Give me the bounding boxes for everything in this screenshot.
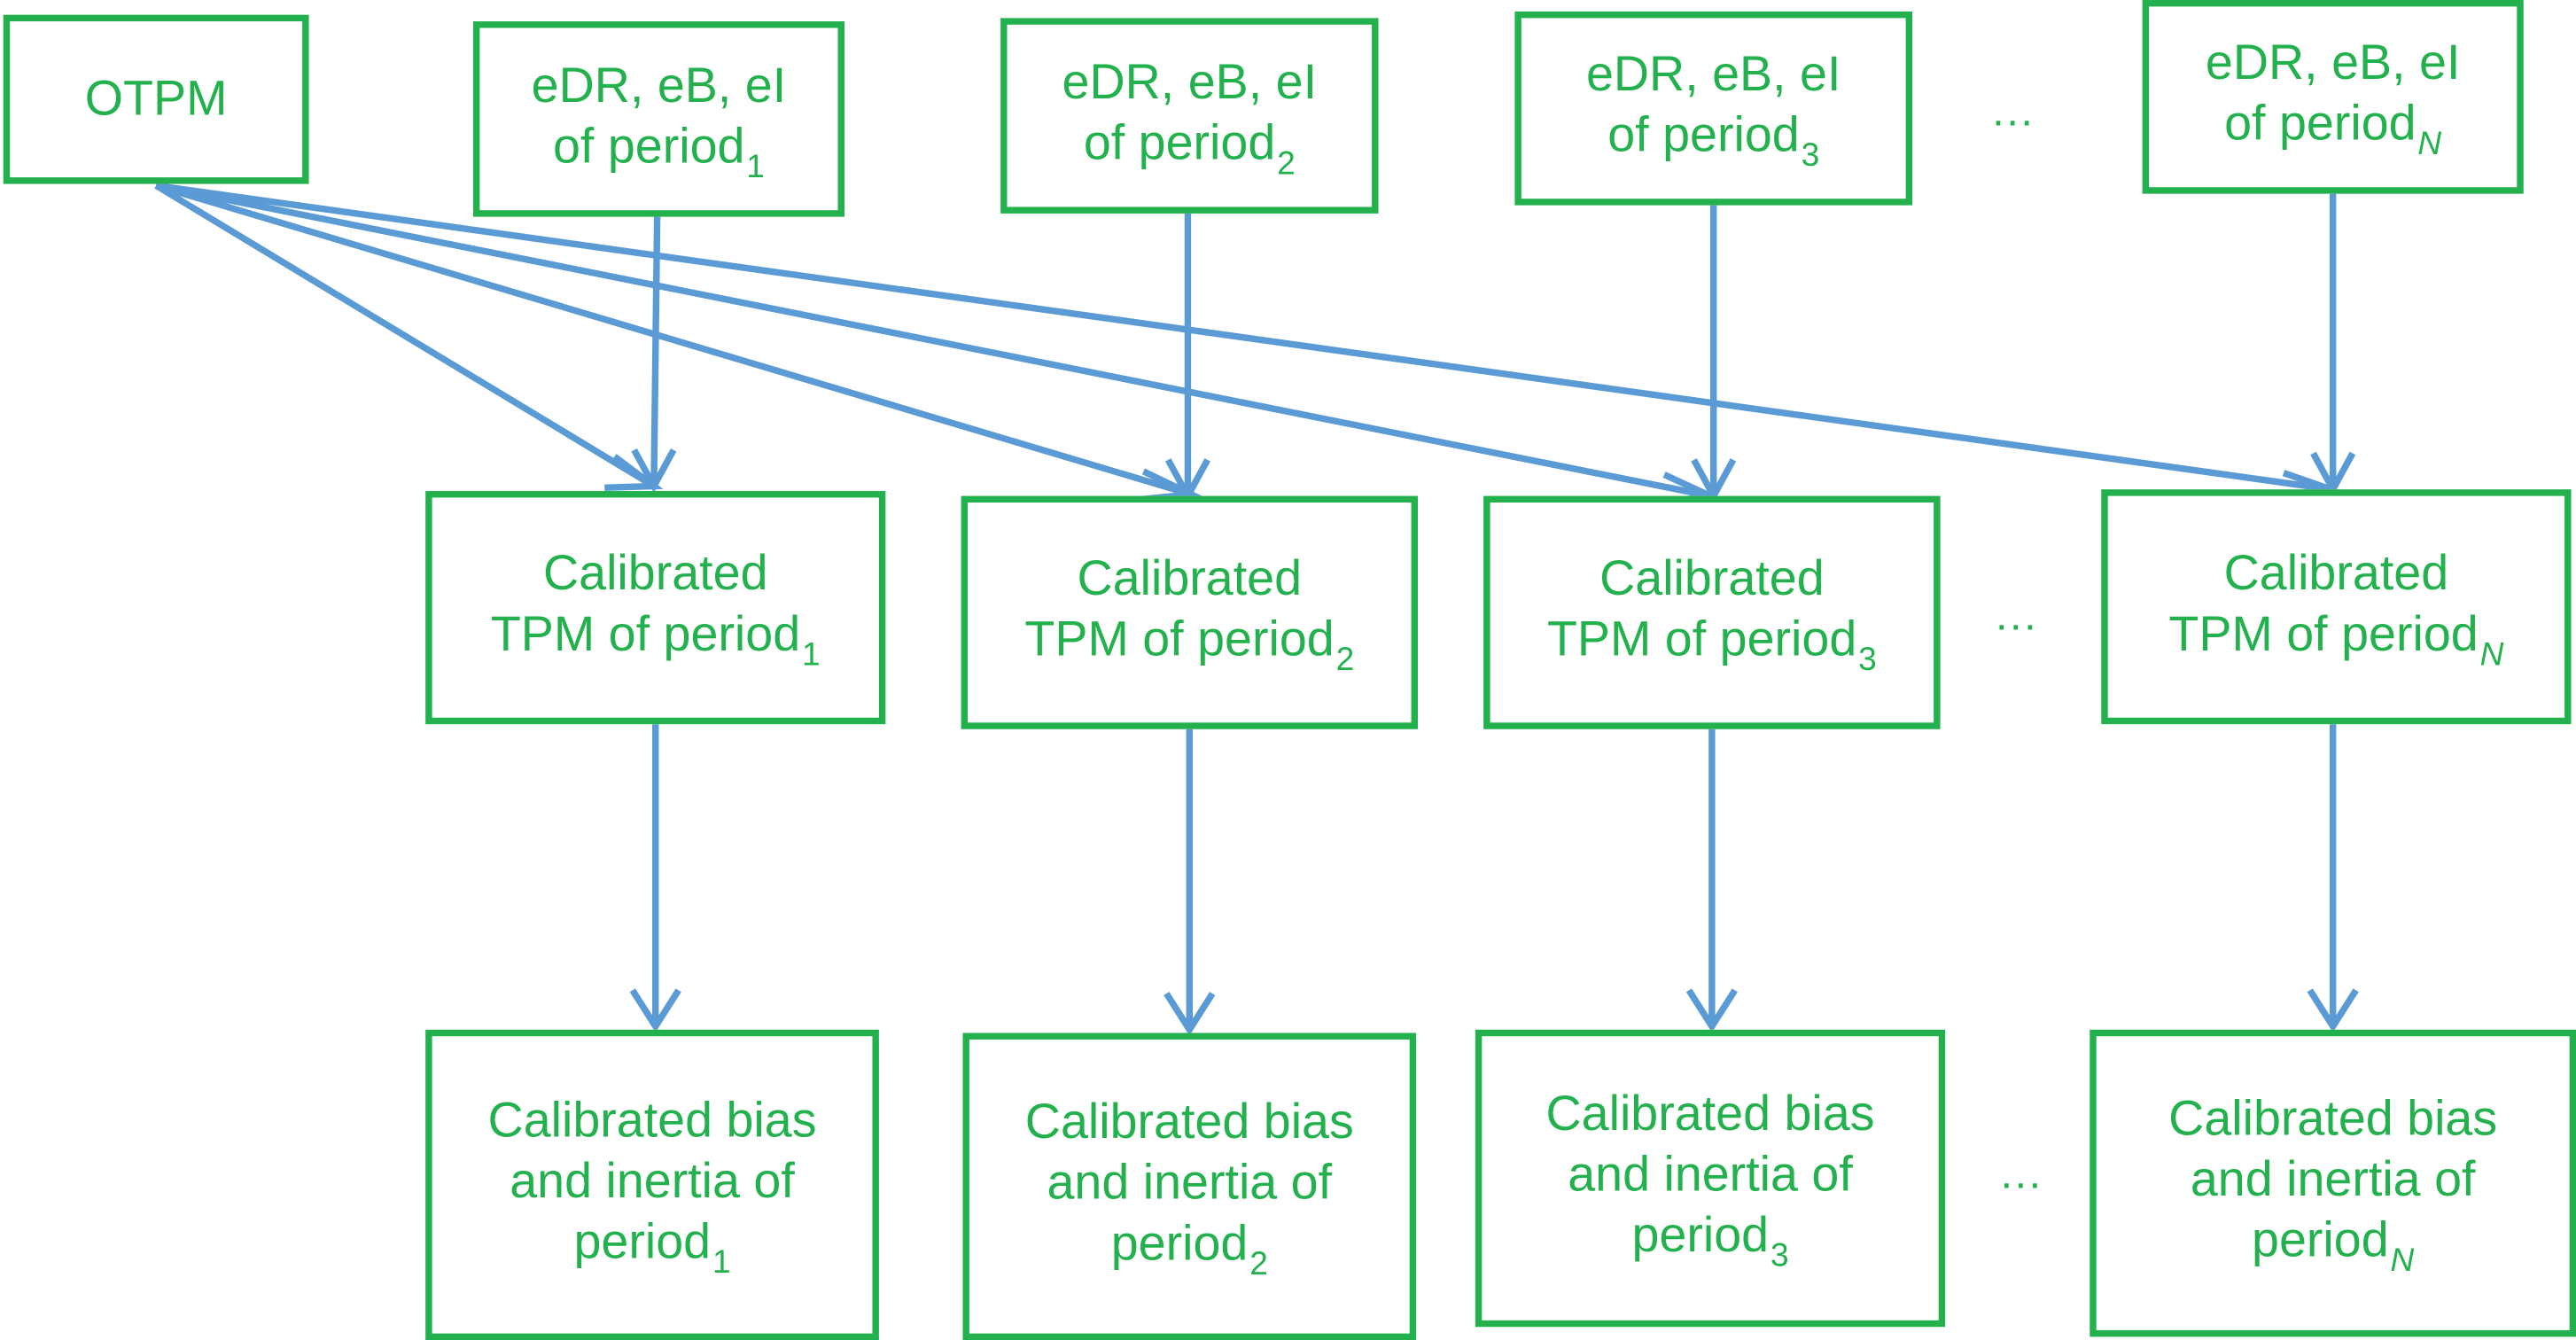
tpm-box-period-3: Calibrated TPM of period3 — [1483, 495, 1941, 729]
input-row-ellipsis: ··· — [1991, 95, 2035, 145]
input-line-2: of period1 — [552, 119, 765, 185]
arrowhead — [631, 448, 677, 494]
period-subscript: 1 — [802, 636, 821, 674]
period-subscript: N — [2417, 126, 2442, 163]
output-row-ellipsis: ··· — [1999, 1157, 2043, 1207]
input-line-1: eDR, eB, eI — [1585, 47, 1841, 102]
period-subscript: 3 — [1801, 137, 1820, 175]
arrow-otpm-to-tpm-3 — [155, 182, 1711, 500]
period-subscript: 1 — [712, 1244, 731, 1282]
input-line-1: eDR, eB, eI — [531, 58, 787, 113]
input-box-period-3: eDR, eB, eI of period3 — [1514, 11, 1913, 206]
arrow-otpm-to-tpm-2 — [155, 182, 1193, 498]
period-subscript: 2 — [1277, 144, 1296, 182]
output-line-2: and inertia of — [1047, 1156, 1333, 1211]
output-line-1: Calibrated bias — [487, 1094, 817, 1149]
arrow-input-1-to-tpm-1 — [650, 216, 661, 487]
input-line-1: eDR, eB, eI — [1062, 55, 1318, 110]
arrowhead — [629, 988, 681, 1033]
input-box-period-2: eDR, eB, eI of period2 — [1000, 18, 1379, 214]
input-line-2: of period3 — [1607, 108, 1820, 175]
input-line-2: of period2 — [1083, 115, 1296, 182]
output-line-3: period2 — [1110, 1217, 1268, 1283]
arrowhead — [1163, 992, 1216, 1036]
input-line-2: of periodN — [2224, 97, 2442, 163]
output-box-period-3: Calibrated bias and inertia of period3 — [1475, 1029, 1946, 1328]
arrowhead — [1164, 458, 1210, 503]
arrowhead — [1685, 988, 1738, 1033]
output-line-2: and inertia of — [510, 1154, 795, 1209]
output-box-period-2: Calibrated bias and inertia of period2 — [962, 1032, 1417, 1340]
output-box-period-1: Calibrated bias and inertia of period1 — [425, 1029, 879, 1340]
tpm-line-2: TPM of periodN — [2168, 606, 2504, 673]
otpm-label: OTPM — [84, 72, 228, 127]
period-subscript: N — [2479, 636, 2504, 673]
tpm-line-1: Calibrated — [1077, 551, 1303, 606]
period-subscript: 3 — [1858, 642, 1877, 679]
tpm-line-2: TPM of period1 — [490, 607, 821, 674]
output-line-2: and inertia of — [1568, 1148, 1853, 1203]
output-line-2: and inertia of — [2190, 1152, 2476, 1207]
arrow-otpm-to-tpm-1 — [154, 183, 656, 489]
output-line-1: Calibrated bias — [1024, 1095, 1354, 1150]
arrowhead — [1691, 458, 1737, 503]
output-line-3: period3 — [1631, 1208, 1789, 1274]
arrow-otpm-to-tpm-n — [155, 182, 2332, 493]
output-line-3: periodN — [2252, 1213, 2415, 1280]
period-subscript: 1 — [746, 148, 765, 185]
tpm-row-ellipsis: ··· — [1994, 599, 2037, 649]
period-subscript: 3 — [1770, 1238, 1789, 1274]
output-line-1: Calibrated bias — [1545, 1087, 1875, 1141]
output-line-3: period1 — [573, 1215, 731, 1282]
tpm-box-period-n: Calibrated TPM of periodN — [2101, 489, 2572, 725]
output-box-period-n: Calibrated bias and inertia of periodN — [2090, 1029, 2576, 1337]
input-line-1: eDR, eB, eI — [2205, 35, 2461, 90]
tpm-box-period-1: Calibrated TPM of period1 — [425, 491, 886, 725]
period-subscript: N — [2390, 1243, 2415, 1280]
input-box-period-n: eDR, eB, eI of periodN — [2142, 0, 2524, 194]
tpm-line-2: TPM of period3 — [1546, 612, 1877, 679]
tpm-line-1: Calibrated — [2223, 546, 2449, 601]
arrowhead — [2310, 451, 2356, 496]
arrowhead — [2307, 988, 2359, 1033]
otpm-box: OTPM — [3, 14, 309, 184]
output-line-1: Calibrated bias — [2168, 1092, 2498, 1147]
tpm-line-2: TPM of period2 — [1024, 612, 1355, 679]
tpm-box-period-2: Calibrated TPM of period2 — [961, 495, 1419, 729]
tpm-line-1: Calibrated — [542, 547, 768, 602]
period-subscript: 2 — [1249, 1246, 1268, 1283]
tpm-line-1: Calibrated — [1599, 551, 1825, 606]
input-box-period-1: eDR, eB, eI of period1 — [472, 21, 844, 217]
period-subscript: 2 — [1335, 642, 1355, 679]
